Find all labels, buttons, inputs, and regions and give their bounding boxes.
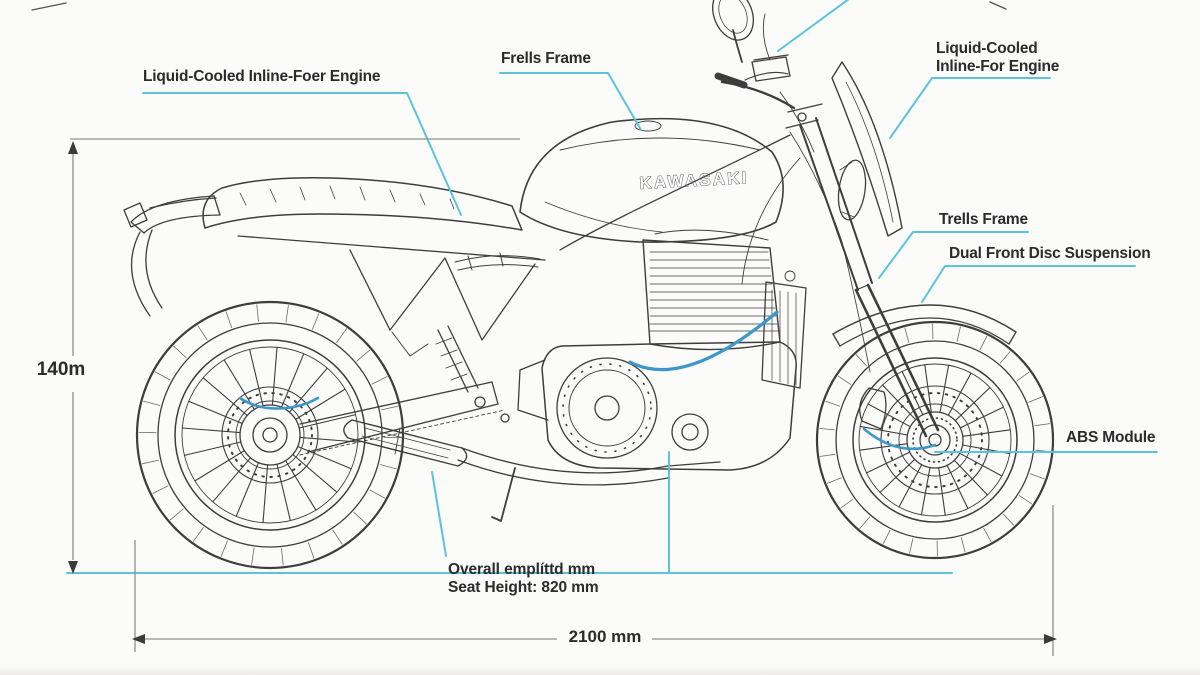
abs-line-highlight [862, 427, 937, 451]
label-engine-left: Liquid-Cooled Inline-Foer Engine [143, 68, 381, 85]
label-engine-right: Liquid-Cooled Inline-For Engine [936, 40, 1059, 76]
motorcycle-artwork: KAWASAKI [31, 0, 1055, 570]
spec-note: Overall emplíttd mm Seat Height: 820 mm [448, 561, 599, 597]
fuel-tank: KAWASAKI [519, 117, 784, 243]
rear-brake-highlight [238, 396, 320, 410]
label-abs: ABS Module [1066, 429, 1156, 446]
side-stand [491, 467, 516, 522]
callout-line-suspension [921, 265, 1136, 303]
radiator [761, 270, 807, 389]
fuel-cap [634, 120, 662, 132]
callout-lines [66, 0, 1158, 574]
windscreen [831, 61, 903, 237]
brake-lever [744, 71, 789, 81]
cooling-fins [649, 251, 779, 332]
tail-light [123, 202, 148, 228]
label-front-suspension: Dual Front Disc Suspension [949, 245, 1151, 262]
label-frame-right: Trells Frame [939, 211, 1028, 228]
grip [714, 72, 748, 89]
swingarm [299, 381, 516, 522]
callout-line-engine-left [142, 92, 462, 216]
clutch-cable-highlight [628, 310, 779, 372]
highlighted-cables [238, 310, 937, 451]
rear-tread [138, 304, 402, 566]
label-engine-right-line1: Liquid-Cooled [936, 40, 1038, 57]
dimension-height-value: 140m [36, 359, 86, 380]
arrow-up [68, 141, 78, 154]
callout-line-frame-top [499, 72, 642, 131]
rear-wheel [135, 300, 405, 570]
callout-line-exhaust [431, 471, 447, 557]
callout-line-engine-right [889, 77, 1051, 139]
abs-ring [912, 417, 958, 463]
rear-fender-tail [123, 195, 221, 317]
label-engine-right-line2: Inline-For Engine [936, 58, 1060, 75]
exhaust [343, 419, 721, 486]
muffler [343, 419, 468, 467]
master-cylinder [751, 54, 791, 82]
mirror-stem [732, 29, 743, 63]
sprocket-cover [517, 359, 549, 421]
crankcase [541, 341, 797, 471]
handlebar [720, 80, 796, 110]
kawasaki-logo: KAWASAKI [639, 168, 749, 193]
handlebar-assembly [712, 0, 823, 153]
front-fork [789, 117, 940, 438]
dimension-lines [68, 138, 1057, 656]
cropped-line-top-left [31, 2, 67, 11]
mirror [712, 0, 754, 41]
spec-seat-height: Seat Height: 820 mm [448, 579, 599, 596]
bottom-edge-shade [0, 666, 1200, 675]
cropped-line-top-right [989, 1, 1007, 10]
front-fender [832, 304, 1017, 347]
front-wheel [815, 320, 1055, 560]
seat [202, 176, 523, 231]
side-panel-badge [454, 252, 541, 271]
front-brake-caliper [859, 387, 887, 430]
callout-line-mirror [777, 0, 850, 52]
cable [762, 13, 771, 61]
rear-spokes [181, 346, 359, 524]
engine [517, 229, 797, 471]
spec-overall: Overall emplíttd mm [448, 561, 596, 578]
frame [237, 134, 801, 393]
arrow-left [132, 634, 145, 644]
brake-line [789, 131, 871, 373]
dimension-length-value: 2100 mm [568, 627, 642, 646]
dimension-arrows [68, 141, 1057, 644]
label-frame-top: Frells Frame [501, 50, 591, 67]
arrow-right [1044, 634, 1057, 644]
callout-line-frame-right [878, 231, 1029, 279]
arrow-down [68, 561, 78, 574]
